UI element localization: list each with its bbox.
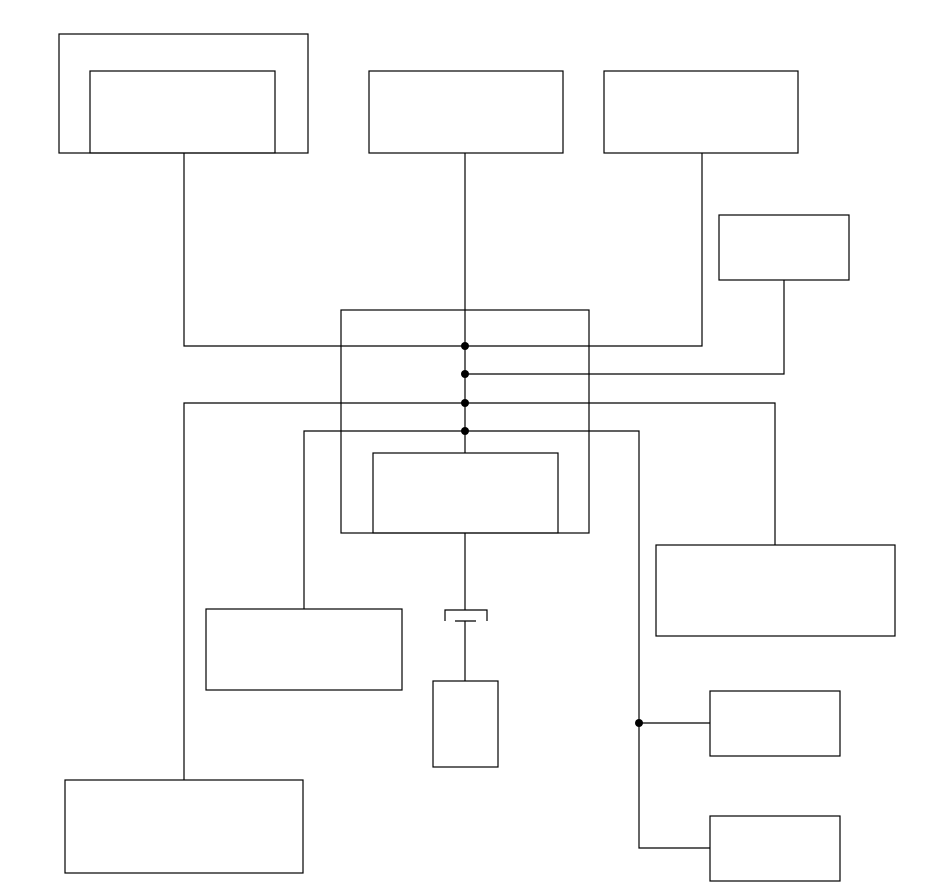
ground-connector-icon bbox=[444, 609, 488, 622]
junction-dot bbox=[635, 719, 643, 727]
box-top-right bbox=[603, 70, 799, 154]
box-central-inner bbox=[372, 452, 559, 534]
wire-bottom-left-to-right-mid bbox=[183, 402, 776, 780]
box-top-left-inner bbox=[89, 70, 276, 154]
junction-dot bbox=[461, 427, 469, 435]
junction-dots bbox=[461, 342, 643, 727]
box-top-left-outer bbox=[58, 33, 309, 154]
junction-dot bbox=[461, 342, 469, 350]
component-boxes bbox=[58, 33, 896, 882]
box-top-center bbox=[368, 70, 564, 154]
connection-lines bbox=[183, 153, 785, 849]
box-right-bottom bbox=[709, 815, 841, 882]
box-right-mid bbox=[655, 544, 896, 637]
junction-dot bbox=[461, 399, 469, 407]
junction-dot bbox=[461, 370, 469, 378]
wire-right-small-to-bus bbox=[465, 280, 785, 375]
wire-top-left-to-top-right bbox=[183, 153, 703, 347]
box-bottom-left bbox=[64, 779, 304, 874]
box-bottom-small bbox=[432, 680, 499, 768]
box-right-lower bbox=[709, 690, 841, 757]
wire-left-mid-to-right-branch bbox=[303, 430, 710, 849]
box-left-mid bbox=[205, 608, 403, 691]
box-right-small bbox=[718, 214, 850, 281]
